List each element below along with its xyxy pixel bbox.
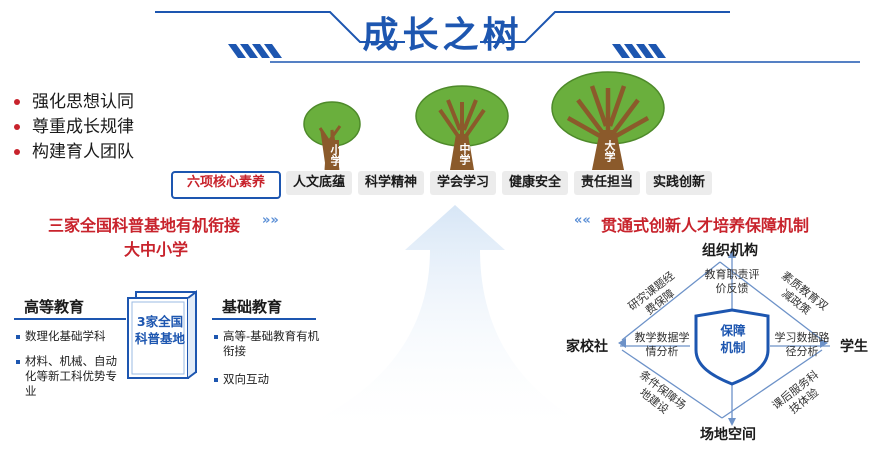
basic-edu-title: 基础教育 xyxy=(222,298,283,316)
competency-chip: 人文底蕴 xyxy=(286,171,352,195)
chevron-left-icon: «« xyxy=(574,213,591,228)
left-section-subtitle: 大中小学 xyxy=(124,240,189,259)
goal-item: 强化思想认同 xyxy=(14,90,134,115)
divider xyxy=(14,318,126,320)
competency-chip: 健康安全 xyxy=(502,171,568,195)
basic-edu-item: 高等-基础教育有机衔接 xyxy=(214,329,323,359)
goal-list: 强化思想认同 尊重成长规律 构建育人团队 xyxy=(14,90,134,165)
higher-edu-item: 数理化基础学科 xyxy=(16,329,124,344)
science-base-label: 3家全国科普基地 xyxy=(134,314,185,346)
tree-small-icon xyxy=(303,101,361,170)
inner-left-text: 教学数据学情分析 xyxy=(634,331,690,358)
competency-chip: 学会学习 xyxy=(430,171,496,195)
higher-edu-title: 高等教育 xyxy=(24,298,85,316)
tree-middle-label: 中学 xyxy=(458,143,471,165)
higher-edu-item: 材料、机械、自动化等新工科优势专业 xyxy=(16,354,127,399)
chevron-right-icon: »» xyxy=(262,213,279,228)
tree-middle-icon xyxy=(415,85,509,170)
inner-right-text: 学习数据路径分析 xyxy=(774,331,830,358)
node-left: 家校社 xyxy=(566,339,608,355)
competency-chip: 实践创新 xyxy=(646,171,712,195)
goal-item: 构建育人团队 xyxy=(14,140,134,165)
core-competency-label: 六项核心素养 xyxy=(171,171,281,199)
book-icon xyxy=(127,290,197,379)
divider xyxy=(212,318,316,320)
right-section-title: 贯通式创新人才培养保障机制 xyxy=(601,216,810,235)
node-bottom: 场地空间 xyxy=(700,427,756,443)
page-title: 成长之树 xyxy=(362,15,523,56)
mechanism-diagram xyxy=(618,250,830,426)
title-frame xyxy=(155,11,860,63)
node-right: 学生 xyxy=(840,339,868,355)
center-shield-label: 保障机制 xyxy=(720,323,746,355)
node-top: 组织机构 xyxy=(702,243,758,259)
tree-small-label: 小学 xyxy=(329,144,342,166)
goal-item: 尊重成长规律 xyxy=(14,115,134,140)
left-section-title: 三家全国科普基地有机衔接 xyxy=(48,216,241,235)
competency-chip: 科学精神 xyxy=(358,171,424,195)
tree-university-label: 大学 xyxy=(603,140,616,162)
competency-chip: 责任担当 xyxy=(574,171,640,195)
tree-university-icon xyxy=(551,71,665,170)
basic-edu-item: 双向互动 xyxy=(214,372,314,387)
inner-top-text: 教育职责评价反馈 xyxy=(704,268,760,295)
